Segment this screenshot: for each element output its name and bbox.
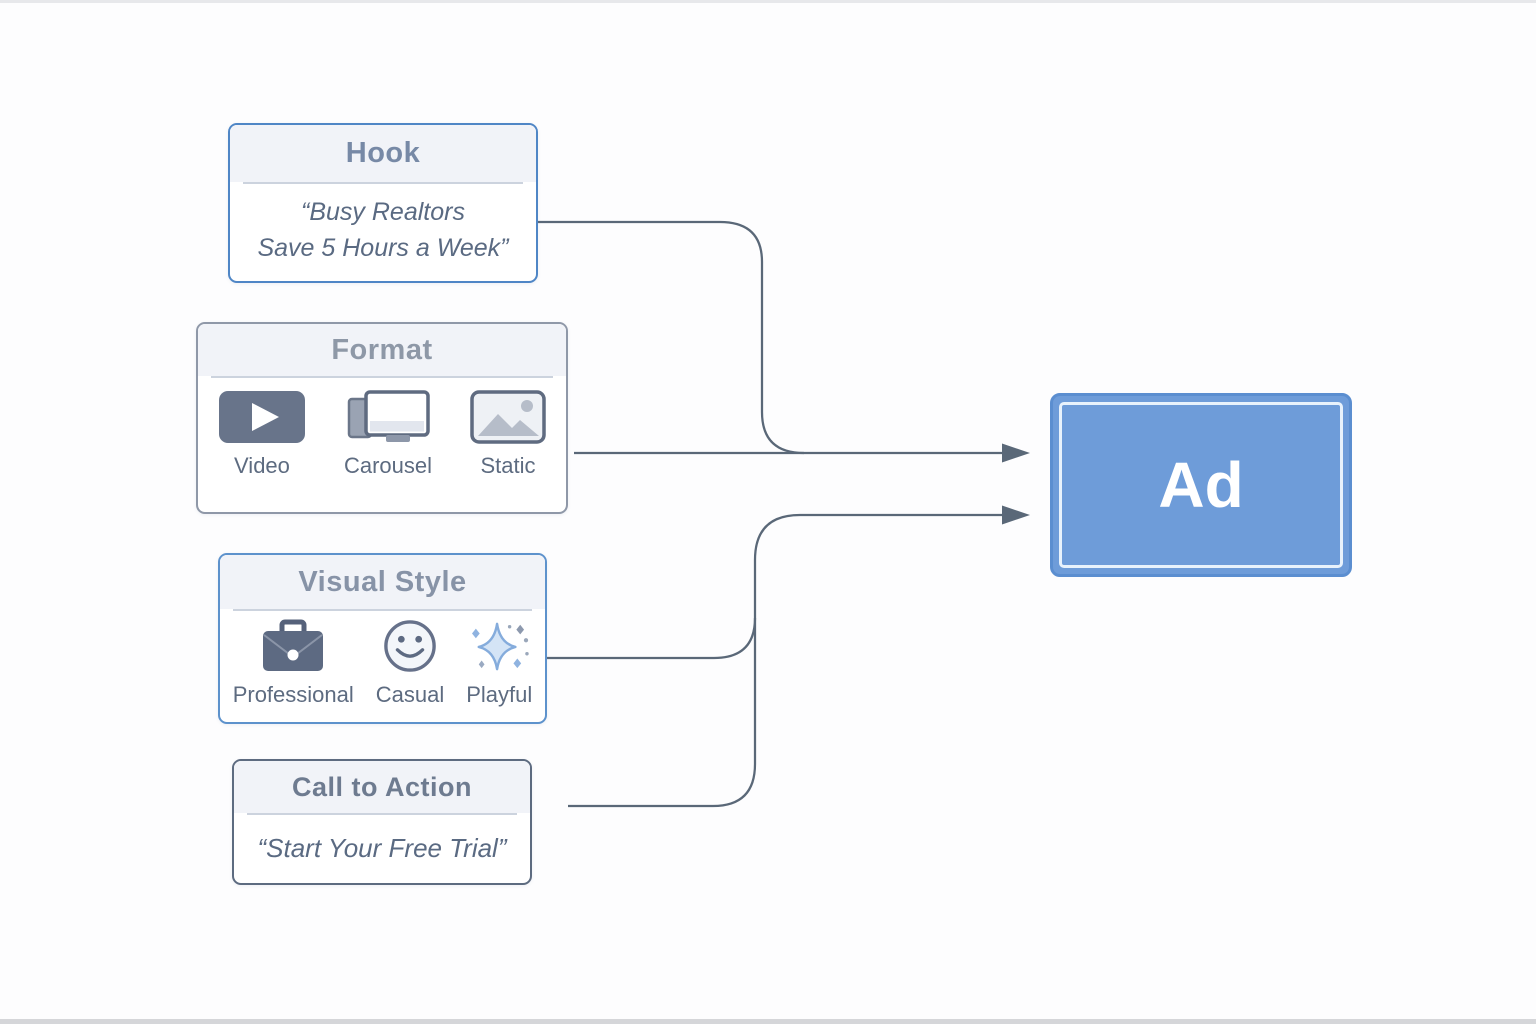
cta-body: “Start Your Free Trial” xyxy=(234,815,530,881)
briefcase-icon xyxy=(263,619,324,671)
cta-title: Call to Action xyxy=(292,771,472,802)
hook-header: Hook xyxy=(230,125,536,182)
visual-style-header: Visual Style xyxy=(220,555,545,609)
visual-style-connector-line xyxy=(547,617,757,660)
format-option-label: Carousel xyxy=(343,453,433,478)
style-option-playful: Playful xyxy=(466,619,532,708)
format-title: Format xyxy=(331,333,433,366)
bottom-border-strip xyxy=(0,1019,1536,1024)
sparkles-icon xyxy=(472,622,529,671)
cta-divider xyxy=(247,813,517,815)
hook-body: “Busy Realtors Save 5 Hours a Week” xyxy=(230,184,536,276)
hook-title: Hook xyxy=(345,137,421,169)
style-option-casual: Casual xyxy=(376,619,444,708)
style-option-professional: Professional xyxy=(233,619,354,708)
format-header: Format xyxy=(198,324,566,376)
visual-style-divider xyxy=(233,609,532,611)
format-divider xyxy=(211,376,553,378)
hook-quote-line2: Save 5 Hours a Week” xyxy=(257,234,509,262)
cta-connector-line xyxy=(568,513,1004,808)
static-image-icon xyxy=(470,390,546,444)
hook-box: Hook “Busy Realtors Save 5 Hours a Week” xyxy=(228,123,538,283)
style-option-label: Casual xyxy=(375,682,445,707)
hook-quote-line1: “Busy Realtors xyxy=(301,198,465,226)
format-option-carousel: Carousel xyxy=(344,390,432,479)
format-option-video: Video xyxy=(218,390,306,479)
format-body: Video Carousel Static xyxy=(198,378,566,518)
ad-box: Ad xyxy=(1050,393,1352,577)
arrowhead-top-icon xyxy=(1002,443,1030,463)
hook-connector-line xyxy=(537,220,805,455)
arrowhead-bottom-icon xyxy=(1002,505,1030,525)
style-option-label: Playful xyxy=(466,682,533,707)
video-play-icon xyxy=(218,391,305,443)
top-border-strip xyxy=(0,0,1536,3)
visual-style-title: Visual Style xyxy=(298,565,467,598)
format-option-static: Static xyxy=(470,390,546,479)
call-to-action-box: Call to Action “Start Your Free Trial” xyxy=(232,759,532,885)
smiley-face-icon xyxy=(384,620,436,672)
format-box: Format Video Carousel xyxy=(196,322,568,514)
visual-style-body: Professional Casual xyxy=(220,611,545,725)
format-option-label: Static xyxy=(480,453,536,478)
carousel-screens-icon xyxy=(347,390,430,442)
hook-divider xyxy=(243,182,523,184)
format-option-label: Video xyxy=(234,453,290,478)
visual-style-box: Visual Style Professional xyxy=(218,553,547,724)
style-option-label: Professional xyxy=(232,682,354,707)
cta-quote: “Start Your Free Trial” xyxy=(257,832,507,863)
ad-label: Ad xyxy=(1158,449,1244,521)
cta-header: Call to Action xyxy=(234,761,530,813)
